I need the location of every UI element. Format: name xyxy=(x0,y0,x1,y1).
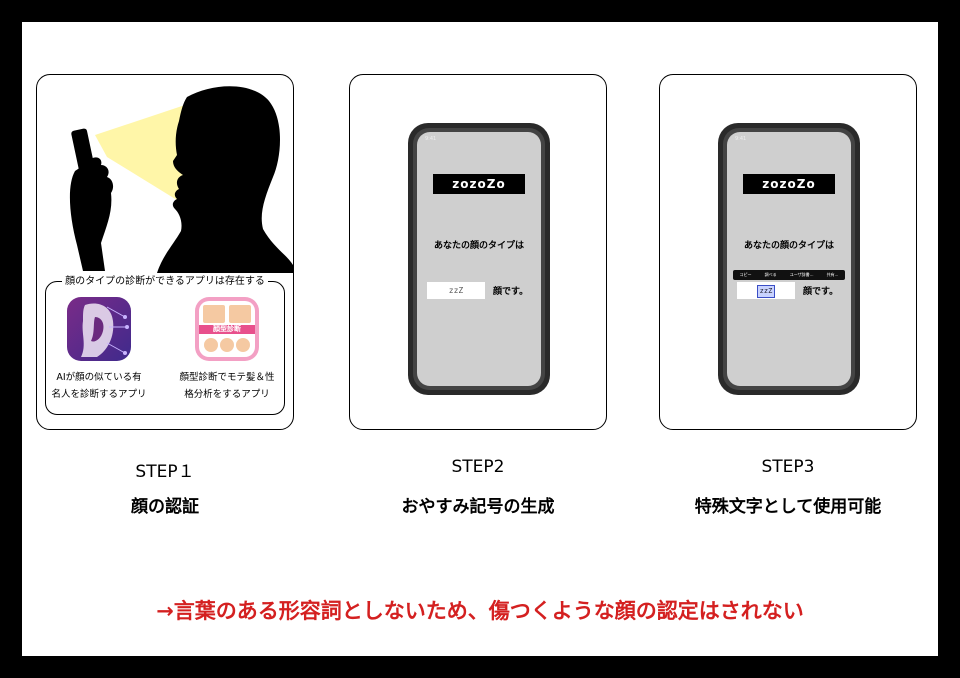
phone-mockup: 9:41 zozoZo あなたの顔のタイプは コピー 調べる ユーザ辞書... … xyxy=(718,123,860,395)
step1-title: 顔の認証 xyxy=(131,497,199,517)
head-silhouette xyxy=(157,86,293,273)
menu-item-copy[interactable]: コピー xyxy=(739,272,752,277)
face-type-app-icon[interactable]: 顔型診断 xyxy=(195,297,259,361)
app-logo: zozoZo xyxy=(743,174,835,194)
selected-text[interactable]: zzZ xyxy=(757,285,775,298)
face-type-graphic xyxy=(199,301,255,357)
footer-note: →言葉のある形容詞としないため、傷つくような顔の認定はされない xyxy=(156,599,804,623)
face-type-question: あなたの顔のタイプは xyxy=(743,241,834,251)
step2-panel: 9:41 zozoZo あなたの顔のタイプは zzZ 顔です。 xyxy=(349,74,607,430)
answer-suffix: 顔です。 xyxy=(803,287,839,297)
step3-title: 特殊文字として使用可能 xyxy=(694,497,882,517)
answer-field[interactable]: zzZ xyxy=(427,282,485,299)
hand-silhouette xyxy=(69,157,114,271)
app-logo: zozoZo xyxy=(433,174,525,194)
light-beam xyxy=(95,105,185,205)
apps-caption: 顔のタイプの診断ができるアプリは存在する xyxy=(47,272,283,287)
phone-screen: 9:41 zozoZo あなたの顔のタイプは zzZ 顔です。 xyxy=(417,132,541,386)
menu-item-user-dictionary[interactable]: ユーザ辞書... xyxy=(789,272,814,277)
phone-mockup: 9:41 zozoZo あなたの顔のタイプは zzZ 顔です。 xyxy=(408,123,550,395)
app-description-1: AIが顔の似ている有 名人を診断するアプリ xyxy=(51,372,147,400)
step2-title: おやすみ記号の生成 xyxy=(401,497,555,517)
step3-label: STEP3 xyxy=(761,457,815,477)
ai-face-graphic xyxy=(81,303,129,357)
step1-label: STEP１ xyxy=(135,462,195,482)
face-scan-illustration xyxy=(69,86,293,273)
phone-screen: 9:41 zozoZo あなたの顔のタイプは コピー 調べる ユーザ辞書... … xyxy=(727,132,851,386)
step3-panel: 9:41 zozoZo あなたの顔のタイプは コピー 調べる ユーザ辞書... … xyxy=(659,74,917,430)
menu-item-share[interactable]: 共有... xyxy=(826,272,839,277)
face-type-question: あなたの顔のタイプは xyxy=(433,241,524,251)
ai-face-app-icon[interactable] xyxy=(67,297,131,361)
app-banner-text: 顔型診断 xyxy=(213,325,241,333)
app-description-2: 顔型診断でモテ髪＆性 格分析をするアプリ xyxy=(179,372,275,400)
answer-field[interactable]: zzZ xyxy=(737,282,795,299)
context-menu: コピー 調べる ユーザ辞書... 共有... xyxy=(733,270,845,280)
menu-item-lookup[interactable]: 調べる xyxy=(764,272,777,277)
step2-label: STEP2 xyxy=(451,457,505,477)
answer-suffix: 顔です。 xyxy=(493,287,529,297)
slide: 顔のタイプの診断ができるアプリは存在する xyxy=(22,22,938,656)
step1-panel: 顔のタイプの診断ができるアプリは存在する xyxy=(36,74,294,430)
